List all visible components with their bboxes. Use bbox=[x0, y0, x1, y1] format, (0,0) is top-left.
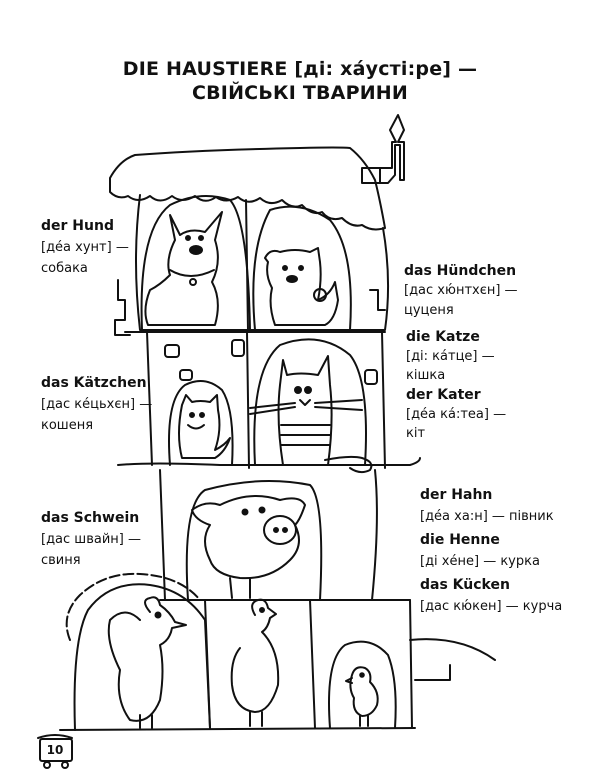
chick-icon bbox=[345, 666, 379, 727]
entry-transcription: [дас швайн] — bbox=[41, 532, 141, 547]
page-number-wagon-icon bbox=[37, 734, 73, 769]
page-number: 10 bbox=[46, 743, 64, 757]
chick-window bbox=[328, 640, 397, 729]
entry-translation: цуценя bbox=[404, 303, 454, 318]
entry-word: das Hündchen bbox=[404, 263, 517, 279]
cat-icon bbox=[249, 355, 373, 474]
entry-word: die Henne bbox=[420, 532, 500, 548]
entry-translation: кошеня bbox=[41, 418, 94, 433]
entry-das-hundchen: das Hündchen [дас хю́нтхєн] — цуценя bbox=[404, 261, 518, 321]
rooster-icon bbox=[107, 596, 187, 729]
entry-das-katzchen: das Kätzchen [дас ке́цьхєн] — кошеня bbox=[41, 373, 152, 436]
entry-transcription: [дас хю́нтхєн] — bbox=[404, 283, 518, 298]
entry-transcription: [дас кю́кен] — курча bbox=[420, 599, 563, 614]
entry-transcription: [ді хе́не] — курка bbox=[420, 554, 540, 569]
entry-der-hahn: der Hahn [де́а ха:н] — півник bbox=[420, 484, 554, 528]
entry-die-henne: die Henne [ді хе́не] — курка bbox=[420, 529, 540, 573]
entry-transcription: [де́а ка́:теа] — bbox=[406, 407, 507, 422]
dog-window bbox=[140, 195, 251, 331]
chimney-icon bbox=[361, 114, 405, 184]
entry-translation: свиня bbox=[41, 553, 81, 568]
entry-word: das Kätzchen bbox=[41, 375, 147, 391]
page-title-line-1: DIE HAUSTIERE [ді: ха́усті:ре] — bbox=[122, 58, 478, 80]
pig-icon bbox=[191, 495, 306, 599]
entry-word: der Hahn bbox=[420, 487, 493, 503]
cat-window bbox=[253, 338, 367, 466]
entry-translation: кішка bbox=[406, 368, 446, 383]
entry-word: der Hund bbox=[41, 218, 114, 234]
entry-word: das Schwein bbox=[41, 510, 140, 526]
entry-transcription: [де́а ха:н] — півник bbox=[420, 509, 554, 524]
entry-word: das Kücken bbox=[420, 577, 510, 593]
entry-der-hund: der Hund [де́а хунт] — собака bbox=[41, 216, 129, 279]
entry-transcription: [де́а хунт] — bbox=[41, 240, 129, 255]
entry-translation: собака bbox=[41, 261, 88, 276]
kitten-window bbox=[168, 380, 234, 466]
roof bbox=[109, 146, 386, 231]
entry-der-kater: der Kater [де́а ка́:теа] — кіт bbox=[406, 386, 506, 443]
entry-das-schwein: das Schwein [дас швайн] — свиня bbox=[41, 508, 141, 571]
kitten-icon bbox=[178, 394, 231, 459]
entry-word: die Katze bbox=[406, 329, 480, 345]
entry-die-katze: die Katze [ді: ка́тце] — кішка bbox=[406, 328, 495, 385]
page-title-line-2: СВІЙСЬКІ ТВАРИНИ bbox=[191, 82, 408, 104]
dog-icon bbox=[144, 211, 223, 326]
entry-word: der Kater bbox=[406, 387, 481, 403]
entry-transcription: [ді: ка́тце] — bbox=[406, 349, 495, 364]
entry-das-kucken: das Kücken [дас кю́кен] — курча bbox=[420, 574, 562, 618]
pig-window bbox=[185, 480, 323, 601]
hen-icon bbox=[230, 598, 280, 727]
puppy-window bbox=[252, 205, 352, 331]
entry-transcription: [дас ке́цьхєн] — bbox=[41, 397, 153, 412]
entry-translation: кіт bbox=[406, 426, 426, 441]
puppy-icon bbox=[264, 247, 339, 326]
